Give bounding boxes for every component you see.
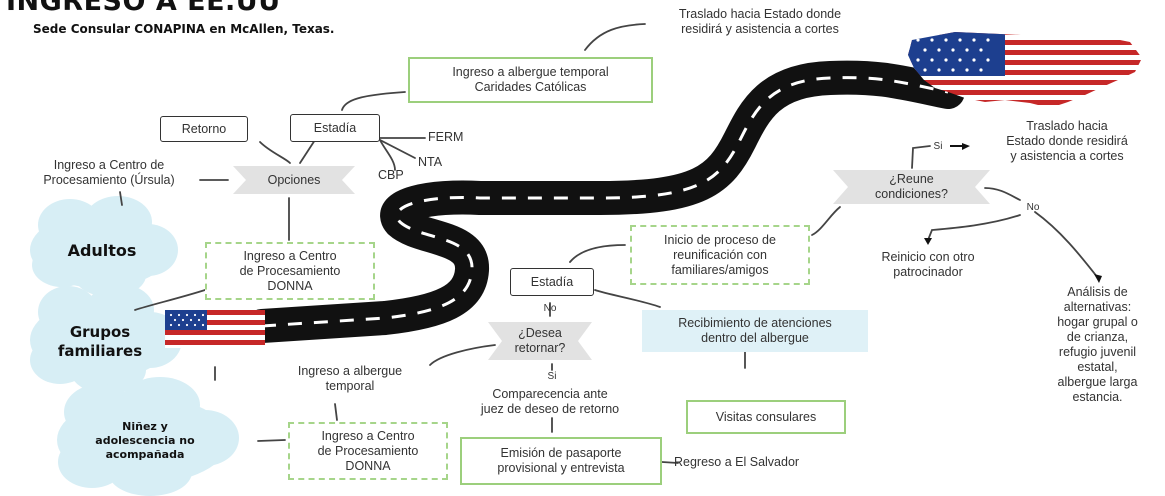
albergue-caridades-box: Ingreso a albergue temporal Caridades Ca…: [408, 57, 653, 103]
group-adultos-label: Adultos: [67, 240, 137, 260]
group-ninez-label: Niñez y adolescencia no acompañada: [70, 418, 220, 464]
donna-ninez-line1: Ingreso a Centro: [321, 428, 415, 443]
traslado-ninez-text: Traslado hacia Estado donde residirá y a…: [972, 119, 1162, 164]
comparecencia-text: Comparecencia ante juez de deseo de reto…: [450, 387, 650, 417]
nta-label: NTA: [418, 155, 443, 169]
reune-line2: condiciones?: [875, 187, 948, 201]
traslado-ninez-line1: Traslado hacia: [1026, 119, 1108, 133]
analisis-line5: refugio juvenil: [1058, 345, 1137, 359]
traslado-adultos-text: Traslado hacia Estado donde residirá y a…: [640, 7, 880, 37]
atenciones-line1: Recibimiento de atenciones: [678, 316, 832, 330]
retorno-box: Retorno: [160, 116, 248, 142]
analisis-line3: hogar grupal o: [1057, 315, 1138, 329]
group-ninez-line2: adolescencia no: [95, 434, 195, 447]
estadia-ninez-box: Estadía: [510, 268, 594, 296]
desea-bowtie-icon: [488, 322, 592, 360]
road-icon: [245, 60, 965, 343]
group-familias-label: Grupos familiares: [30, 320, 170, 364]
desea-line2: retornar?: [514, 341, 566, 355]
albergue-ninez-text: Ingreso a albergue temporal: [270, 364, 430, 394]
comparecencia-line2: juez de deseo de retorno: [480, 402, 620, 416]
albergue-caridades-line2: Caridades Católicas: [474, 80, 587, 94]
no-reune-label: No: [1026, 202, 1040, 213]
donna-ninez-line3: DONNA: [345, 458, 391, 473]
arrow-down-icon: [1094, 274, 1102, 283]
reune-line1: ¿Reune: [889, 172, 934, 186]
arrow-right-icon: [962, 143, 970, 150]
donna-familias-line3: DONNA: [267, 278, 313, 293]
traslado-adultos-line1: Traslado hacia Estado donde: [678, 7, 842, 21]
no-label: No: [543, 303, 557, 314]
analisis-text: Análisis de alternativas: hogar grupal o…: [1035, 285, 1160, 405]
page-title: INGRESO A EE.UU: [6, 0, 281, 17]
albergue-caridades-line1: Ingreso a albergue temporal: [452, 65, 609, 79]
donna-familias-box: Ingreso a Centro de Procesamiento DONNA: [205, 242, 375, 300]
reunificacion-line2: reunificación con: [673, 247, 767, 262]
visitas-box: Visitas consulares: [686, 400, 846, 434]
group-ninez-line3: acompañada: [105, 448, 185, 461]
reunificacion-box: Inicio de proceso de reunificación con f…: [630, 225, 810, 285]
reune-bowtie-icon: [833, 170, 990, 204]
analisis-line7: albergue larga: [1057, 375, 1138, 389]
reunificacion-line1: Inicio de proceso de: [664, 232, 776, 247]
analisis-line1: Análisis de: [1067, 285, 1128, 299]
centro-ursula-line1: Ingreso a Centro de: [53, 158, 165, 172]
analisis-line6: estatal,: [1077, 360, 1118, 374]
atenciones-line2: dentro del albergue: [701, 331, 809, 345]
cloud-grupos-icon: [30, 284, 182, 394]
albergue-ninez-line1: Ingreso a albergue: [297, 364, 403, 378]
estadia-box: Estadía: [290, 114, 380, 142]
reinicio-text: Reinicio con otro patrocinador: [858, 250, 998, 280]
cloud-ninez-icon: [57, 377, 239, 496]
regreso-text: Regreso a El Salvador: [674, 455, 800, 469]
connectors: [119, 23, 1099, 464]
reinicio-line2: patrocinador: [893, 265, 963, 279]
traslado-ninez-line2: Estado donde residirá: [1006, 134, 1128, 148]
traslado-ninez-line3: y asistencia a cortes: [1010, 149, 1124, 163]
group-familias-line1: Grupos: [69, 323, 131, 341]
centro-ursula-text: Ingreso a Centro de Procesamiento (Úrsul…: [4, 158, 214, 188]
reinicio-line1: Reinicio con otro: [881, 250, 975, 264]
cbp-label: CBP: [378, 168, 404, 182]
atenciones-box: Recibimiento de atenciones dentro del al…: [642, 310, 868, 352]
opciones-bowtie-icon: [233, 166, 355, 194]
donna-familias-line2: de Procesamiento: [239, 263, 341, 278]
desea-retornar-node: ¿Desea retornar?: [502, 322, 578, 360]
arrow-down-icon: [924, 238, 932, 245]
desea-line1: ¿Desea: [518, 326, 562, 340]
analisis-line2: alternativas:: [1063, 300, 1132, 314]
donna-ninez-line2: de Procesamiento: [317, 443, 419, 458]
pasaporte-box: Emisión de pasaporte provisional y entre…: [460, 437, 662, 485]
us-flag-icon: [165, 310, 265, 348]
donna-ninez-box: Ingreso a Centro de Procesamiento DONNA: [288, 422, 448, 480]
group-familias-line2: familiares: [57, 342, 143, 360]
analisis-line4: de crianza,: [1066, 330, 1129, 344]
albergue-ninez-line2: temporal: [325, 379, 375, 393]
group-ninez-line1: Niñez y: [122, 420, 168, 433]
ferm-label: FERM: [428, 130, 464, 144]
comparecencia-line1: Comparecencia ante: [492, 387, 608, 401]
pasaporte-line1: Emisión de pasaporte: [500, 446, 622, 460]
page-subtitle: Sede Consular CONAPINA en McAllen, Texas…: [33, 22, 335, 36]
reunificacion-line3: familiares/amigos: [671, 262, 769, 277]
opciones-node: Opciones: [267, 172, 321, 187]
pasaporte-line2: provisional y entrevista: [497, 461, 625, 475]
reune-condiciones-node: ¿Reune condiciones?: [848, 170, 975, 204]
centro-ursula-line2: Procesamiento (Úrsula): [43, 173, 175, 187]
analisis-line8: estancia.: [1072, 390, 1123, 404]
traslado-adultos-line2: residirá y asistencia a cortes: [681, 22, 839, 36]
si-label: Si: [547, 371, 557, 382]
donna-familias-line1: Ingreso a Centro: [243, 248, 337, 263]
si-reune-label: Si: [933, 141, 943, 152]
